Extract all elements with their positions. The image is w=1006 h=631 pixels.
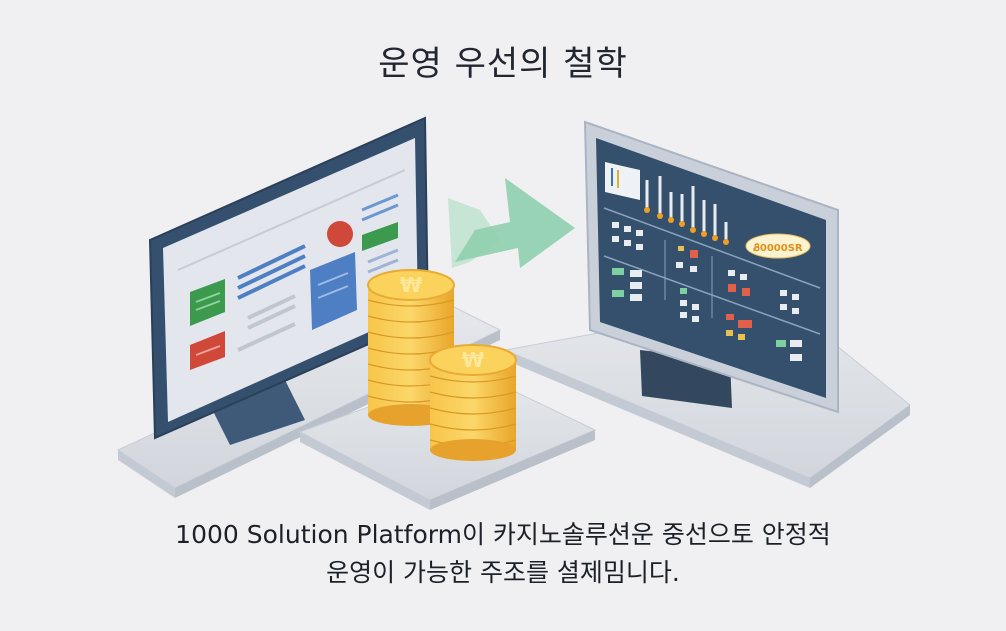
caption-line-2: 운영이 가능한 주조를 셜제밈니다. xyxy=(326,558,680,587)
page-title: 운영 우선의 철학 xyxy=(378,44,628,84)
left-monitor xyxy=(148,116,430,445)
caption: 1000 Solution Platform이 카지노솔루션운 중선으토 안정적… xyxy=(0,516,1006,592)
right-monitor: Ᏸ0000SR xyxy=(583,120,839,414)
coin-symbol-icon: ₩ xyxy=(400,273,422,297)
coin-stack-small: ₩ xyxy=(429,344,517,461)
coin-symbol-icon: ₩ xyxy=(462,348,484,372)
status-badge: Ᏸ0000SR xyxy=(752,242,803,254)
arrow-right-icon xyxy=(448,178,575,268)
caption-line-1: 1000 Solution Platform이 카지노솔루션운 중선으토 안정적 xyxy=(175,520,831,549)
